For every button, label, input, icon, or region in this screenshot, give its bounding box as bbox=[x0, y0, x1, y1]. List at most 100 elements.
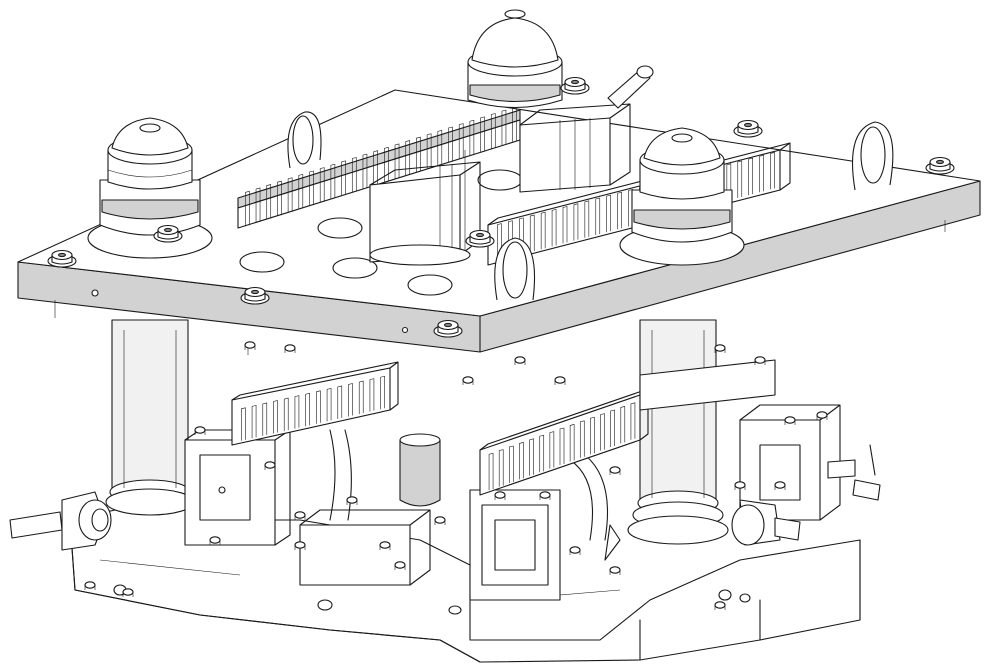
comb-tooth bbox=[469, 119, 475, 156]
plate-holes bbox=[239, 169, 523, 296]
bolt-socket bbox=[936, 159, 944, 165]
comb-tooth bbox=[266, 184, 272, 220]
screw-head bbox=[294, 511, 306, 519]
comb-tooth bbox=[380, 375, 385, 410]
comb-tooth bbox=[262, 402, 268, 436]
screw-head bbox=[284, 344, 296, 352]
comb-tooth bbox=[245, 190, 250, 227]
comb-tooth bbox=[316, 390, 321, 424]
comb-tooth bbox=[540, 211, 546, 250]
comb-tooth bbox=[287, 177, 293, 213]
comb-rail-lower-left bbox=[231, 361, 399, 446]
support-column-left bbox=[105, 319, 195, 516]
comb-tooth bbox=[737, 160, 743, 198]
screw-shank bbox=[609, 570, 621, 575]
comb-tooth bbox=[569, 424, 575, 462]
lifting-eye-bolt-3 bbox=[494, 237, 536, 301]
bolt-socket bbox=[444, 322, 452, 328]
top-cylinder-center bbox=[467, 9, 563, 109]
comb-tooth bbox=[405, 140, 411, 176]
comb-tooth bbox=[351, 157, 357, 193]
bolt-socket bbox=[251, 289, 259, 295]
screw-shank bbox=[84, 585, 96, 590]
bolt-socket bbox=[164, 227, 172, 233]
comb-tooth bbox=[283, 397, 289, 432]
comb-tooth bbox=[559, 427, 565, 465]
comb-tooth bbox=[273, 400, 278, 434]
comb-tooth bbox=[298, 174, 304, 210]
screw-shank bbox=[346, 500, 358, 505]
screw-head bbox=[462, 376, 474, 384]
comb-tooth bbox=[277, 180, 282, 217]
comb-tooth bbox=[770, 152, 775, 190]
screw-shank bbox=[784, 420, 796, 425]
comb-tooth bbox=[579, 420, 585, 458]
comb-tooth bbox=[490, 113, 496, 149]
screw-shank bbox=[569, 550, 581, 555]
comb-tooth bbox=[437, 130, 443, 166]
screw-shank bbox=[554, 380, 566, 385]
rear-block bbox=[519, 103, 631, 193]
screw-head bbox=[84, 581, 96, 589]
comb-tooth bbox=[549, 431, 555, 469]
screw-head bbox=[394, 561, 406, 569]
lifting-eye-bolt-4 bbox=[607, 65, 654, 109]
screw-head bbox=[784, 416, 796, 424]
screw-shank bbox=[122, 592, 134, 597]
comb-tooth bbox=[480, 116, 485, 152]
comb-tooth bbox=[519, 217, 524, 255]
screw-shank bbox=[209, 540, 221, 545]
comb-tooth bbox=[573, 203, 579, 241]
screw-head bbox=[609, 566, 621, 574]
screw-shank bbox=[462, 380, 474, 385]
comb-tooth bbox=[416, 136, 421, 173]
comb-tooth bbox=[529, 438, 534, 476]
screw-shank bbox=[294, 545, 306, 550]
screw-shank bbox=[754, 360, 766, 365]
comb-tooth bbox=[458, 123, 464, 159]
comb-tooth bbox=[294, 395, 300, 429]
screw-head bbox=[244, 341, 256, 349]
comb-tooth bbox=[748, 157, 753, 196]
screw-head bbox=[434, 516, 446, 524]
comb-tooth bbox=[529, 214, 535, 253]
mid-mechanism bbox=[184, 404, 841, 601]
side-fitting-left bbox=[9, 491, 112, 551]
screw-head bbox=[714, 601, 726, 609]
comb-tooth bbox=[337, 385, 343, 419]
screw-shank bbox=[284, 348, 296, 353]
screw-head bbox=[494, 491, 506, 499]
screw-shank bbox=[774, 485, 786, 490]
screw-shank bbox=[494, 495, 506, 500]
screw-head bbox=[714, 344, 726, 352]
screw-shank bbox=[194, 430, 206, 435]
comb-tooth bbox=[358, 380, 364, 415]
screw-head bbox=[539, 491, 551, 499]
hex-bolts bbox=[47, 76, 955, 338]
bolt-socket bbox=[571, 79, 579, 85]
bolt-socket bbox=[476, 232, 484, 238]
screw-head bbox=[346, 496, 358, 504]
comb-tooth bbox=[617, 191, 622, 230]
comb-tooth bbox=[255, 187, 261, 223]
comb-tooth bbox=[448, 126, 453, 162]
screw-shank bbox=[294, 515, 306, 520]
screw-shank bbox=[714, 348, 726, 353]
screw-head bbox=[294, 541, 306, 549]
comb-tooth bbox=[384, 146, 389, 183]
comb-tooth bbox=[330, 163, 336, 200]
screw-shank bbox=[734, 485, 746, 490]
comb-tooth bbox=[519, 442, 524, 480]
comb-tooth bbox=[726, 163, 732, 201]
screw-head bbox=[734, 481, 746, 489]
comb-tooth bbox=[309, 170, 314, 206]
top-cylinder-right bbox=[619, 127, 745, 266]
comb-rail-upper-left bbox=[237, 106, 521, 229]
top-cylinder-left bbox=[87, 117, 213, 259]
comb-tooth bbox=[600, 413, 605, 451]
lifting-eye-bolt-1 bbox=[287, 111, 322, 169]
comb-tooth bbox=[509, 445, 514, 483]
comb-tooth bbox=[362, 153, 368, 190]
